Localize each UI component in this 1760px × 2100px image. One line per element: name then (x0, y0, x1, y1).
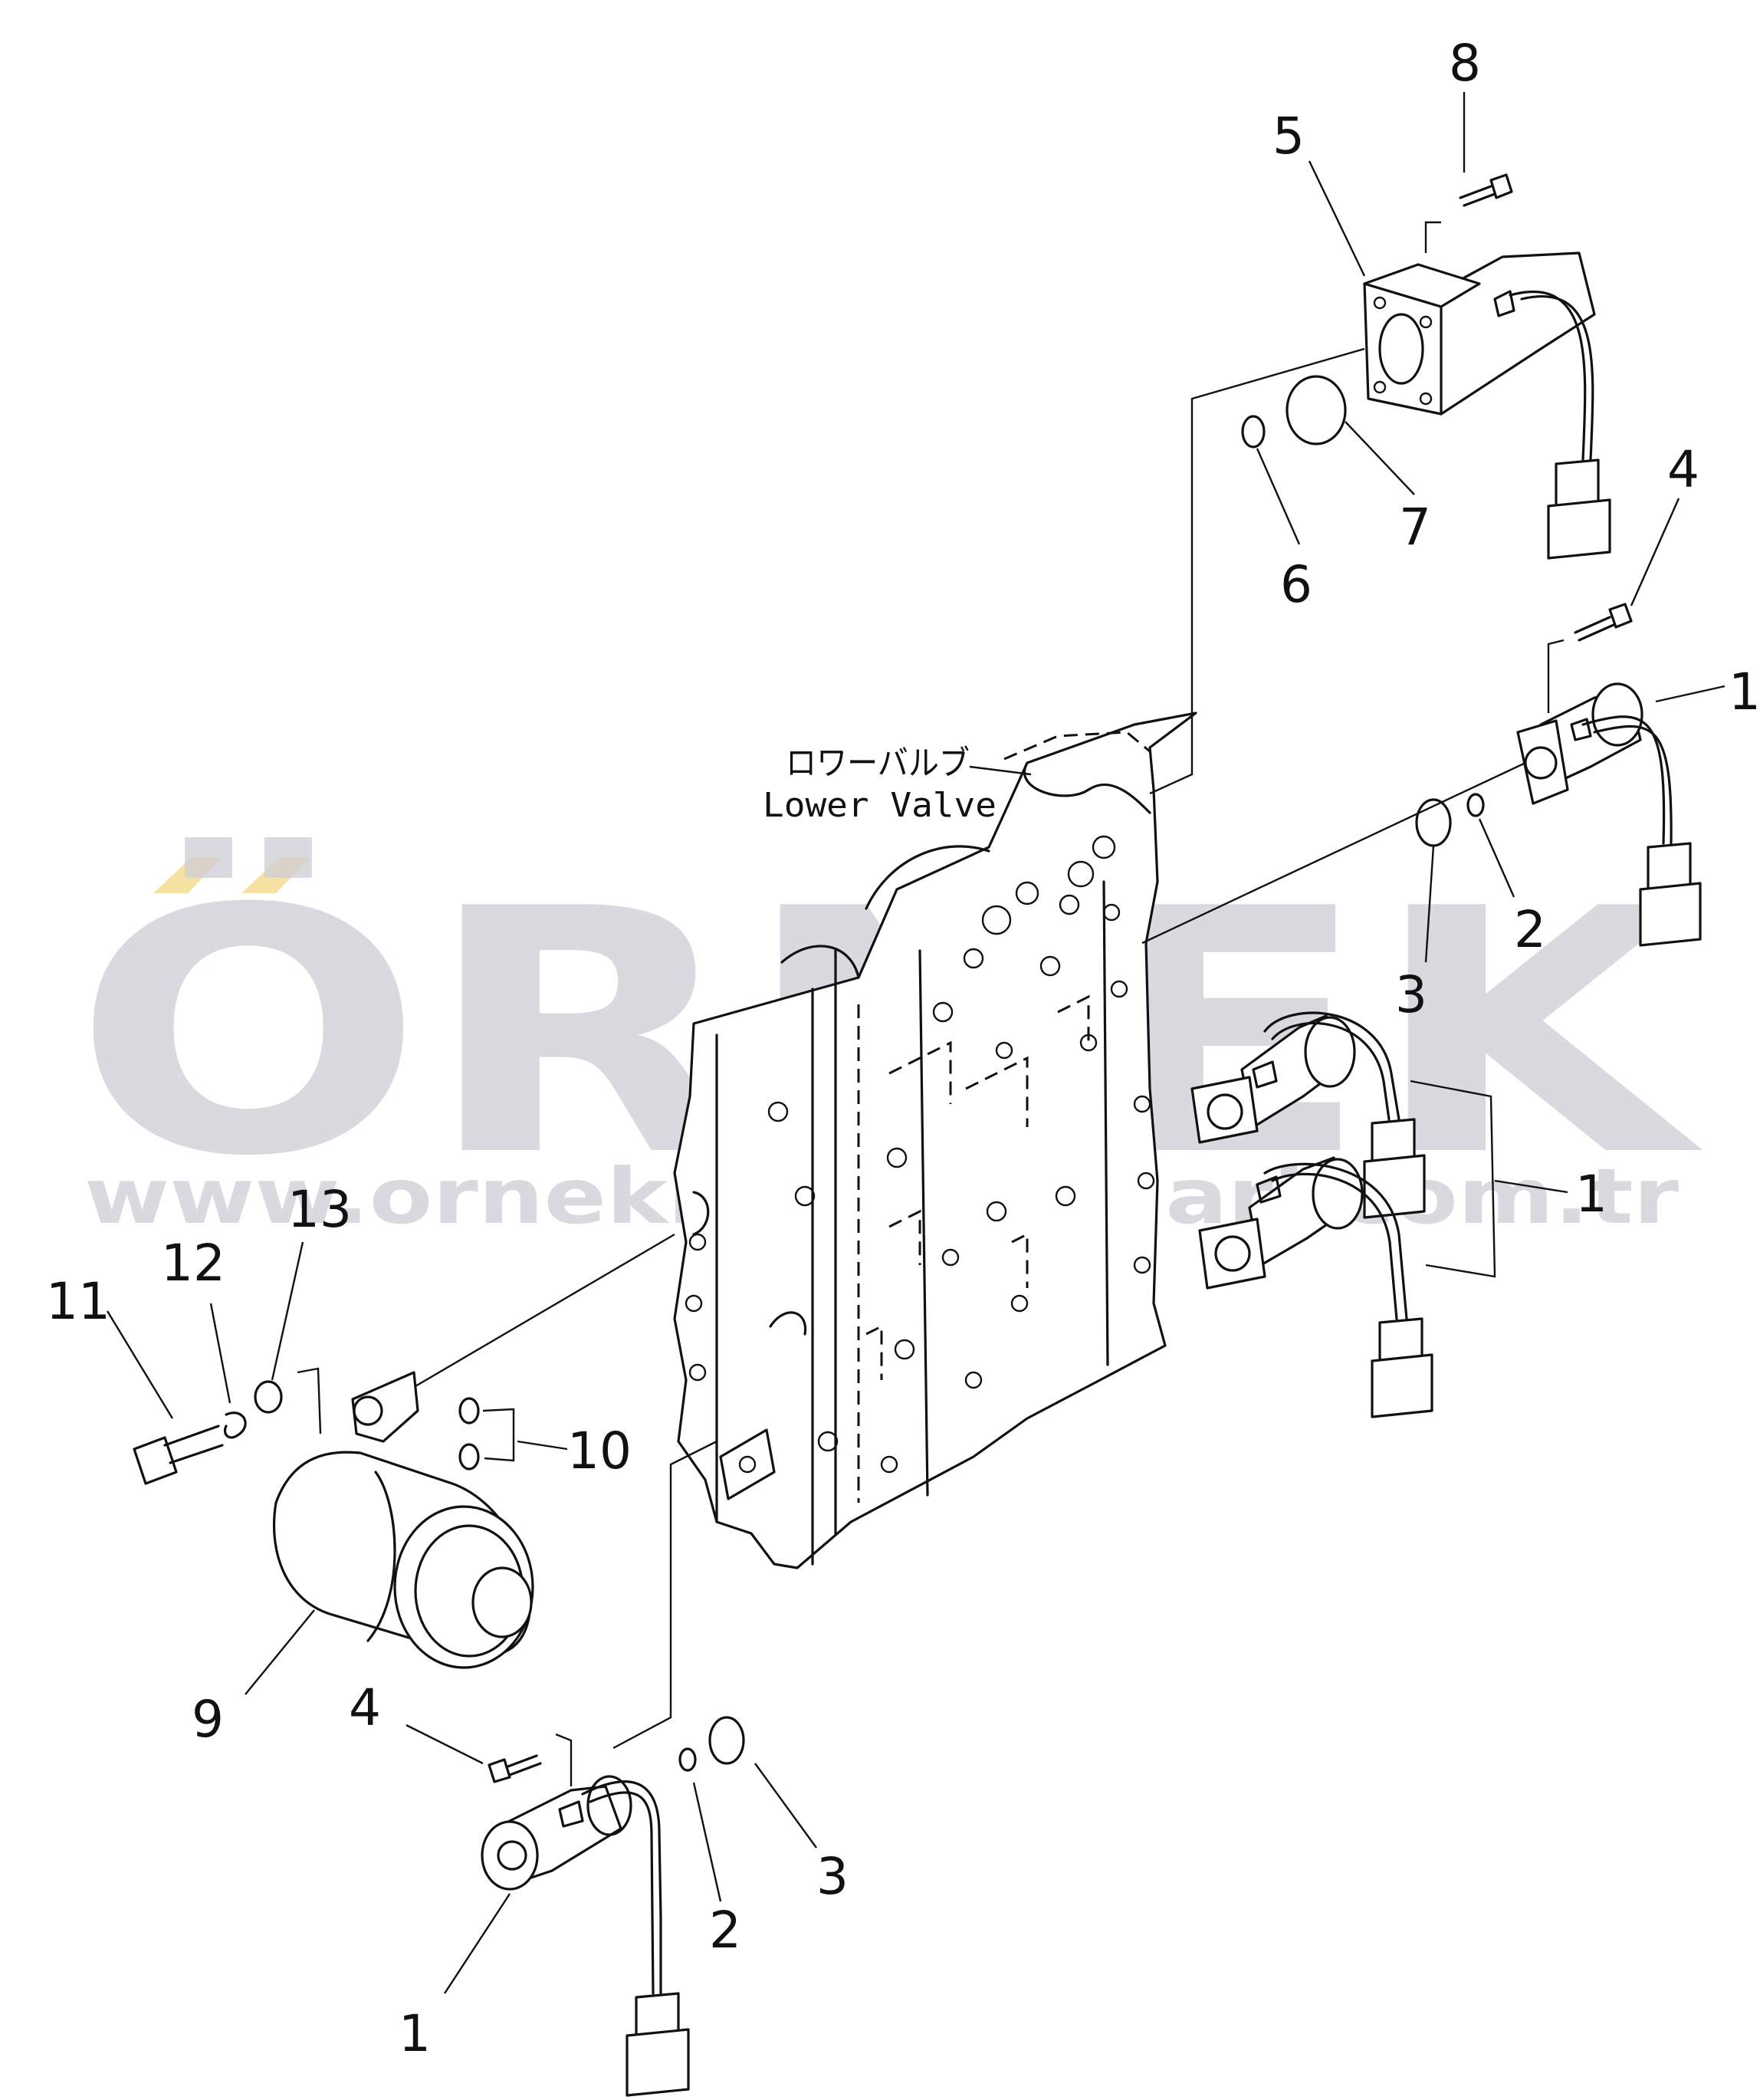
part-3-o-ring-bottom (708, 1716, 745, 1765)
callout-2-bottom: 2 (709, 1901, 741, 1960)
part-10-o-ring-lower (458, 1443, 480, 1471)
callout-1-mid: 1 (1575, 1165, 1607, 1224)
part-10-o-ring-upper (458, 1397, 480, 1425)
lower-valve-body (673, 712, 1197, 1569)
lower-valve-label-en: Lower Valve (763, 786, 997, 825)
callout-9: 9 (192, 1690, 224, 1749)
bracket-11-13 (297, 1367, 322, 1435)
bracket-10 (482, 1408, 515, 1462)
part-12-lock-washer (223, 1412, 247, 1439)
callout-3-bottom: 3 (816, 1847, 849, 1906)
callout-6: 6 (1280, 555, 1312, 614)
part-13-washer (254, 1380, 283, 1414)
callout-11: 11 (46, 1272, 110, 1331)
watermark-accent-left (153, 857, 222, 893)
lower-valve-label: ロワーバルブ Lower Valve (763, 744, 997, 825)
part-6-o-ring-small (1241, 415, 1266, 449)
callout-leaders (106, 92, 1726, 1994)
callout-4-top: 4 (1667, 440, 1699, 499)
callout-13: 13 (287, 1180, 352, 1239)
callout-12: 12 (161, 1234, 225, 1293)
part-2-o-ring-bottom (678, 1747, 697, 1772)
part-1-solenoid-top-right (1516, 603, 1702, 947)
callout-3-top: 3 (1395, 965, 1427, 1024)
part-2-o-ring-top (1466, 793, 1485, 817)
part-11-bolt (133, 1425, 224, 1485)
bracket-1-middle (1410, 1080, 1496, 1278)
callout-4-bottom: 4 (349, 1678, 381, 1737)
callout-1-top: 1 (1729, 662, 1760, 721)
leader-lines (406, 347, 1526, 1750)
callout-2-top: 2 (1514, 900, 1546, 959)
part-7-o-ring-large (1286, 375, 1347, 445)
part-5-solenoid-valve (1363, 173, 1611, 560)
part-1-solenoid-middle-upper (1190, 1011, 1426, 1219)
callouts: 8 5 7 6 4 1 2 3 1 13 12 11 10 9 4 3 2 1 (46, 34, 1760, 2063)
callout-8: 8 (1449, 34, 1481, 93)
callout-10: 10 (567, 1421, 632, 1481)
part-1-solenoid-bottom (481, 1733, 690, 2097)
part-1-solenoid-middle-lower (1198, 1156, 1433, 1418)
callout-7: 7 (1399, 498, 1431, 557)
watermark-accent-right (241, 857, 310, 893)
part-9-solenoid-large (272, 1371, 534, 1669)
callout-5: 5 (1272, 107, 1305, 166)
lower-valve-label-jp: ロワーバルブ (786, 744, 970, 783)
callout-1-bottom: 1 (399, 2004, 431, 2063)
